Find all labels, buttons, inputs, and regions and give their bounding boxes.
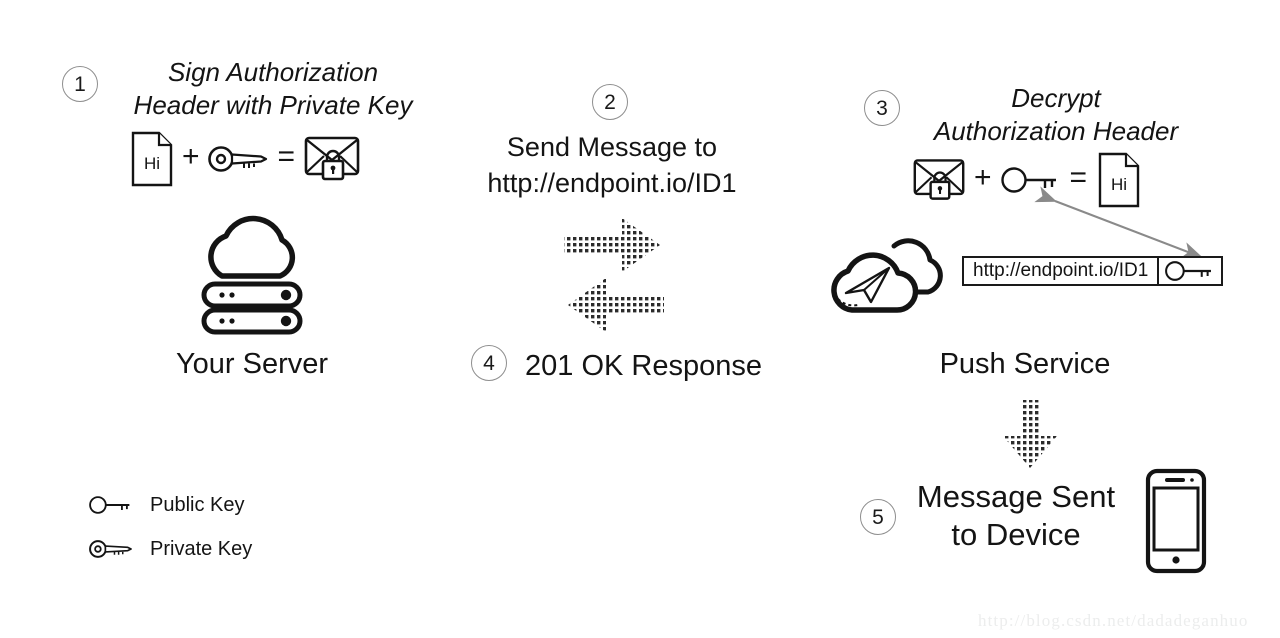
- legend-item-public-key: Public Key: [88, 490, 252, 520]
- plus-operator-3: +: [974, 161, 992, 194]
- legend: Public Key Private Key: [88, 490, 252, 564]
- dotted-arrow-right: [560, 212, 668, 278]
- step-1-caption: Sign Authorization Header with Private K…: [133, 57, 413, 120]
- your-server-label: Your Server: [175, 348, 329, 380]
- step-number-3: 3: [864, 90, 900, 126]
- watermark-text: http://blog.csdn.net/dadadeganhuo: [978, 611, 1249, 630]
- step-number-2: 2: [592, 84, 628, 120]
- step-number-1: 1: [62, 66, 98, 102]
- dotted-arrow-left: [560, 272, 668, 338]
- step-4-badge: 4: [471, 345, 507, 381]
- locked-envelope-icon: [912, 155, 966, 205]
- step-5-badge: 5: [860, 499, 896, 535]
- equals-operator-1: =: [277, 140, 296, 173]
- push-cloud-icon: [816, 232, 958, 332]
- double-headed-gray-arrow: [1034, 185, 1220, 270]
- plus-operator-1: +: [182, 140, 200, 173]
- svg-text:Hi: Hi: [144, 154, 160, 173]
- legend-label-public-key: Public Key: [150, 493, 245, 516]
- step-4-caption: 201 OK Response: [525, 350, 762, 382]
- step-3-caption: Decrypt Authorization Header: [933, 83, 1179, 146]
- step-number-5: 5: [860, 499, 896, 535]
- public-key-icon: [1000, 165, 1062, 195]
- step-5-caption: Message Sent to Device: [916, 479, 1116, 552]
- step-2-badge: 2: [592, 84, 628, 120]
- server-cloud-icon: [178, 214, 326, 336]
- document-icon: Hi: [128, 131, 174, 187]
- locked-envelope-icon: [303, 133, 361, 185]
- endpoint-table[interactable]: http://endpoint.io/ID1: [962, 256, 1224, 286]
- step-1-badge: 1: [62, 66, 98, 102]
- step-1-equation: Hi + =: [128, 131, 361, 187]
- step-3-badge: 3: [864, 90, 900, 126]
- push-service-label: Push Service: [939, 348, 1111, 380]
- dotted-arrow-down: [992, 398, 1070, 470]
- legend-item-private-key: Private Key: [88, 534, 252, 564]
- endpoint-url-cell: http://endpoint.io/ID1: [964, 258, 1160, 284]
- public-key-icon: [1164, 260, 1216, 282]
- equals-operator-3: =: [1069, 161, 1088, 194]
- endpoint-table-row[interactable]: http://endpoint.io/ID1: [962, 256, 1224, 286]
- step-2-caption: Send Message to http://endpoint.io/ID1: [487, 132, 737, 198]
- endpoint-key-cell: [1159, 258, 1221, 284]
- legend-label-private-key: Private Key: [150, 537, 253, 560]
- private-key-icon: [207, 144, 270, 174]
- private-key-icon: [88, 538, 136, 560]
- step-number-4: 4: [471, 345, 507, 381]
- smartphone-icon: [1145, 468, 1207, 574]
- public-key-icon: [88, 494, 136, 516]
